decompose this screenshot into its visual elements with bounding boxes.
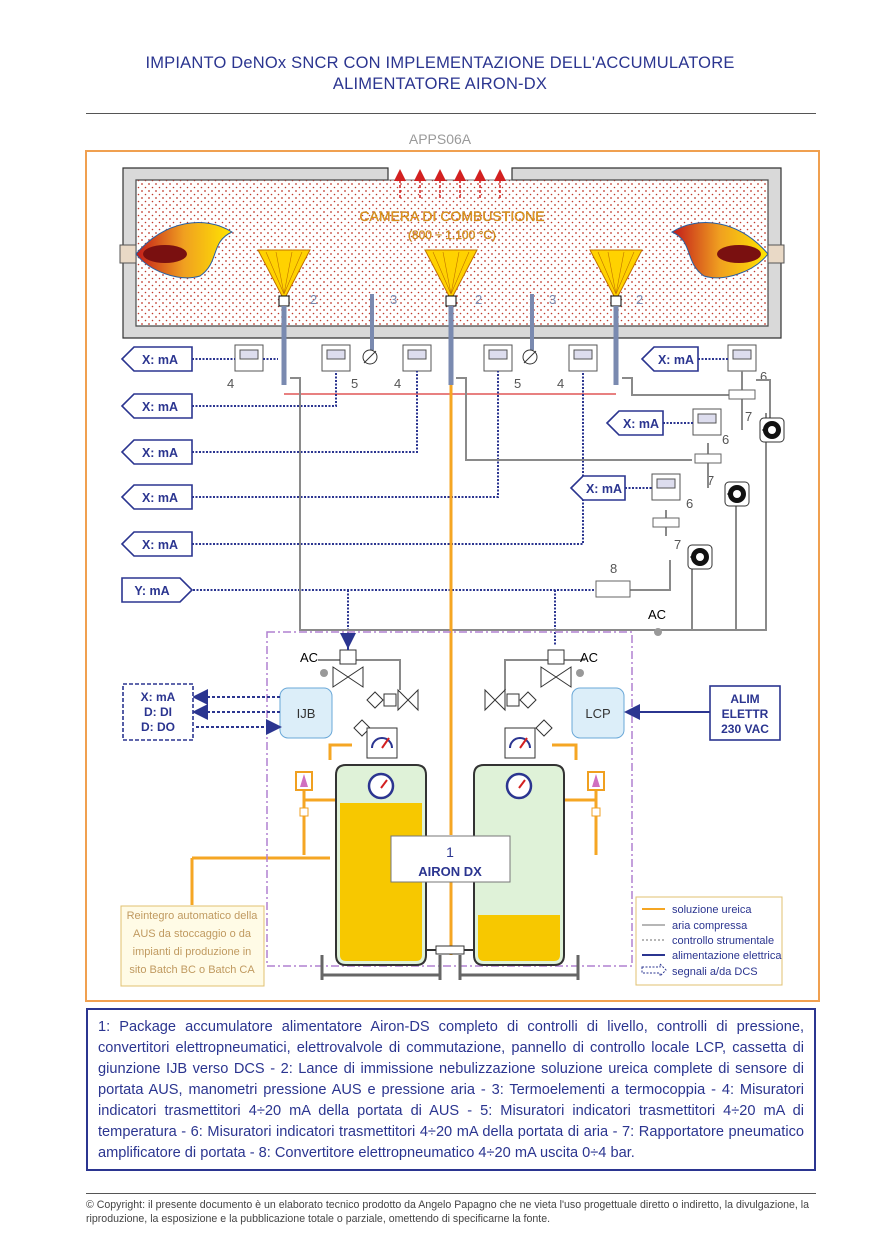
- flowmeter-number: 4: [557, 376, 564, 391]
- signal-tag: X: mA: [586, 482, 622, 496]
- signal-tag: X: mA: [658, 353, 694, 367]
- chamber-temp: (800 ÷ 1.100 °C): [408, 228, 496, 242]
- legend-label: aria compressa: [672, 920, 748, 932]
- line-legend: soluzione ureica aria compressa controll…: [635, 896, 783, 986]
- converter: [595, 580, 631, 598]
- signal-tag: X: mA: [623, 417, 659, 431]
- refill-note-line: impianti di produzione in: [133, 946, 252, 958]
- thermocouple-number: 3: [549, 292, 556, 307]
- pressure-gauge-left: [366, 727, 398, 759]
- dcs-signal: D: DI: [144, 705, 172, 719]
- chamber-label: CAMERA DI COMBUSTIONE: [359, 208, 544, 224]
- power-label: 230 VAC: [721, 722, 769, 736]
- power-supply-box: ALIM ELETTR 230 VAC: [709, 685, 781, 741]
- ijb-label: IJB: [297, 706, 316, 721]
- thermocouple-left: 3: [362, 292, 397, 365]
- legend-label: controllo strumentale: [672, 935, 774, 947]
- aus-line: [190, 385, 598, 955]
- package-name: AIRON DX: [418, 864, 482, 879]
- flowmeter-number: 4: [227, 376, 234, 391]
- flowmeter-number: 4: [394, 376, 401, 391]
- lance-center: 2: [424, 249, 482, 385]
- instrument-panels: [234, 344, 757, 501]
- ac-label: AC: [580, 650, 598, 665]
- lance-right: 2: [589, 249, 643, 385]
- ac-label: AC: [648, 607, 666, 622]
- pressure-regulators: [353, 688, 553, 737]
- lance-number: 2: [475, 292, 482, 307]
- description-text: 1: Package accumulatore alimentatore Air…: [98, 1019, 804, 1161]
- signal-tag: X: mA: [142, 491, 178, 505]
- dcs-arrows: [192, 689, 282, 735]
- ratio-relay-number: 7: [707, 473, 714, 488]
- package-number: 1: [446, 844, 454, 860]
- lance-number: 2: [636, 292, 643, 307]
- signal-tags-left: X: mA X: mA X: mA X: mA X: mA Y: mA: [120, 346, 194, 603]
- legend-label: segnali a/da DCS: [672, 966, 758, 978]
- package-frame: [266, 631, 633, 967]
- diagram-frame: [85, 150, 820, 1002]
- refill-note: Reintegro automatico della AUS da stocca…: [120, 905, 265, 987]
- power-label: ELETTR: [722, 707, 769, 721]
- temp-meter-number: 5: [351, 376, 358, 391]
- legend-label: alimentazione elettrica: [672, 950, 782, 962]
- description-box: 1: Package accumulatore alimentatore Air…: [86, 1008, 816, 1171]
- air-flow-number: 6: [760, 369, 767, 384]
- ac-supply-icon: [654, 628, 662, 636]
- flame-right-icon: [670, 222, 769, 279]
- title-divider: [86, 113, 816, 114]
- title-line-2: ALIMENTATORE AIRON-DX: [332, 75, 548, 93]
- page-title: IMPIANTO DeNOx SNCR CON IMPLEMENTAZIONE …: [0, 53, 880, 95]
- thermocouple-number: 3: [390, 292, 397, 307]
- solenoid-valve-right: AC: [540, 649, 598, 688]
- ac-label: AC: [300, 650, 318, 665]
- lcp-label: LCP: [585, 706, 610, 721]
- air-flow-sensors: [652, 389, 756, 528]
- flame-left-icon: [135, 222, 234, 279]
- air-lines: [290, 371, 771, 690]
- thermocouple-right: 3: [522, 292, 556, 365]
- signal-tag: X: mA: [142, 353, 178, 367]
- lance-left: 2: [257, 249, 317, 385]
- signal-y-tag: Y: mA: [134, 584, 169, 598]
- ijb-box: IJB: [279, 687, 333, 739]
- tank-right: [458, 764, 580, 980]
- package-label: 1 AIRON DX: [390, 835, 511, 883]
- signal-tag: X: mA: [142, 446, 178, 460]
- legend-swatch: [641, 962, 667, 978]
- signal-tags-right: X: mA X: mA X: mA: [569, 346, 699, 501]
- dcs-signal: X: mA: [141, 690, 176, 704]
- signal-tag: X: mA: [142, 400, 178, 414]
- refill-note-line: Reintegro automatico della: [127, 910, 259, 922]
- signal-lines: [192, 358, 780, 713]
- refill-note-line: sito Batch BC o Batch CA: [129, 964, 255, 976]
- power-label: ALIM: [730, 692, 759, 706]
- solenoid-valve-left: AC: [300, 633, 364, 688]
- lance-number: 2: [310, 292, 317, 307]
- drawing-code: APPS06A: [408, 131, 472, 147]
- level-transmitters: [295, 771, 605, 817]
- air-flow-number: 6: [686, 496, 693, 511]
- air-flow-number: 6: [722, 432, 729, 447]
- ratio-relay-number: 7: [745, 409, 752, 424]
- flue-gas-arrows: [394, 169, 506, 198]
- pressure-gauge-right: [504, 727, 536, 759]
- dcs-signal: D: DO: [141, 720, 175, 734]
- title-line-1: IMPIANTO DeNOx SNCR CON IMPLEMENTAZIONE …: [145, 54, 735, 72]
- signal-tag: X: mA: [142, 538, 178, 552]
- process-diagram: CAMERA DI COMBUSTIONE (800 ÷ 1.100 °C) 2…: [85, 150, 820, 1002]
- ratio-relays: [687, 417, 785, 570]
- ratio-relay-number: 7: [674, 537, 681, 552]
- lcp-box: LCP: [571, 687, 625, 739]
- converter-number: 8: [610, 561, 617, 576]
- copyright-notice: © Copyright: il presente documento è un …: [86, 1199, 810, 1225]
- legend-label: soluzione ureica: [672, 904, 752, 916]
- dcs-signal-box: X: mA D: DI D: DO: [122, 683, 194, 741]
- temp-meter-number: 5: [514, 376, 521, 391]
- refill-note-line: AUS da stoccaggio o da: [133, 928, 252, 940]
- footer-divider: [86, 1193, 816, 1194]
